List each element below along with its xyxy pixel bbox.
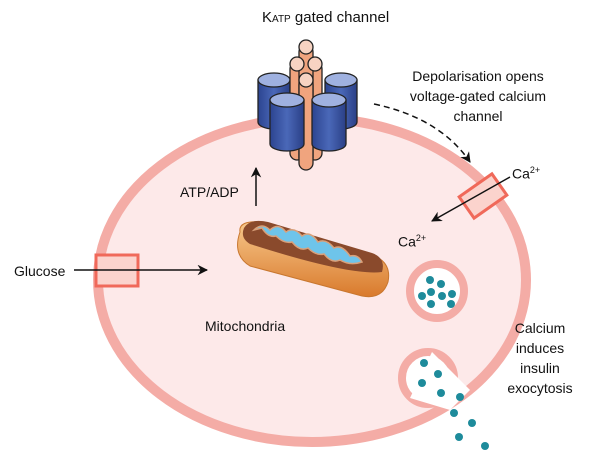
ca-charge: 2+ — [415, 233, 427, 243]
glucose-label: Glucose — [14, 263, 66, 279]
mitochondria-label: Mitochondria — [205, 318, 286, 334]
exocytosis-line: Calcium — [514, 320, 566, 336]
exocytosis-line: induces — [515, 340, 565, 356]
insulin-granules — [418, 276, 489, 450]
ca-inside-label: Ca2+ — [398, 228, 426, 252]
insulin-vesicle — [406, 260, 468, 322]
depolarisation-line: Depolarisation opens — [412, 68, 544, 84]
exocytosis-line: exocytosis — [507, 380, 573, 396]
ca-text: Ca — [398, 233, 416, 250]
atp-adp-label: ATP/ADP — [180, 184, 239, 200]
ca-text: Ca — [512, 165, 530, 182]
katp-channel — [257, 39, 358, 171]
depolarisation-label: Depolarisation opens voltage-gated calci… — [388, 66, 568, 126]
depolarisation-arrow — [373, 103, 471, 163]
exocytosis-line: insulin — [520, 360, 560, 376]
depolarisation-line: channel — [453, 108, 503, 124]
mitochondrion — [237, 220, 390, 298]
katp-sub: ATP — [272, 14, 291, 25]
katp-rest: gated channel — [290, 9, 390, 26]
katp-channel-label: KATP gated channel — [262, 8, 389, 30]
depolarisation-line: voltage-gated calcium — [409, 88, 547, 104]
katp-k: K — [262, 9, 273, 26]
calcium-influx-arrow — [431, 176, 511, 222]
exocytosis-label: Calcium induces insulin exocytosis — [495, 318, 585, 398]
ca-charge: 2+ — [529, 165, 541, 175]
ca-outside-label: Ca2+ — [512, 160, 540, 184]
